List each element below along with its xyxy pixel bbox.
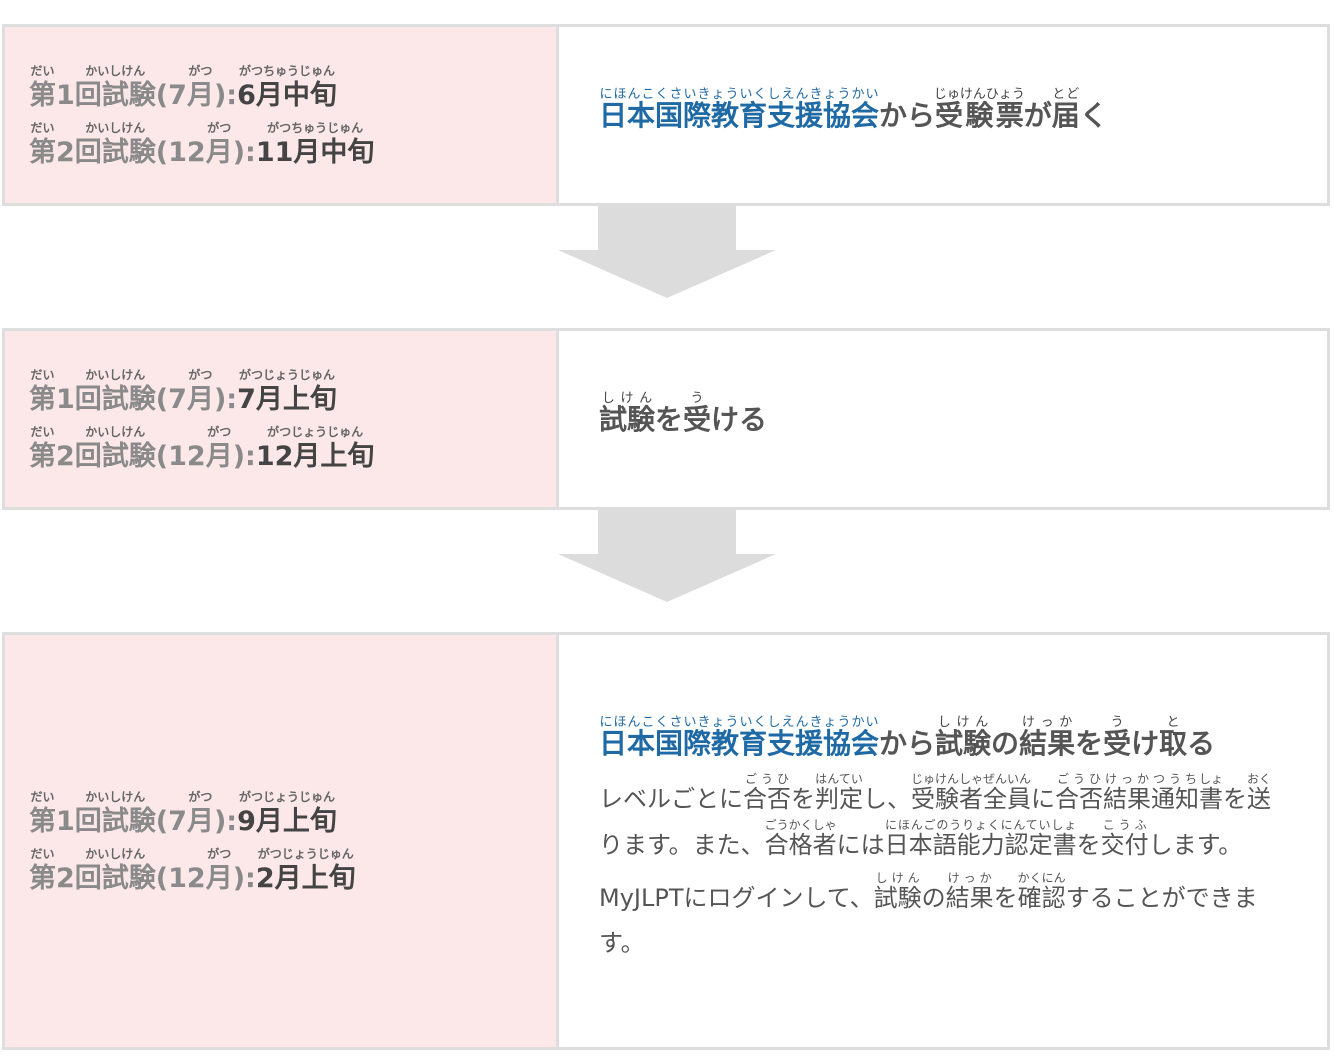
step-title: 日本国際教育支援協会にほんこくさいきょういくしえんきょうかいから受験票じゅけんひ…: [599, 87, 1108, 133]
step-body-text: MyJLPTにログインして、試験しけんの結果けっかを確認かくにんすることができま…: [599, 870, 1258, 958]
schedule-line: 第だい1回試験かいしけん(7月がつ):9月上旬がつじょうじゅん: [29, 790, 337, 837]
schedule-line: 第だい2回試験かいしけん(12月がつ):12月上旬がつじょうじゅん: [29, 425, 375, 472]
schedule-line: 第だい1回試験かいしけん(7月がつ):7月上旬がつじょうじゅん: [29, 368, 337, 415]
step-title: 試験しけんを受うける: [599, 391, 768, 437]
step-row-3: 第だい1回試験かいしけん(7月がつ):9月上旬がつじょうじゅん 第だい2回試験か…: [2, 632, 1330, 1050]
step-row-1: 第だい1回試験かいしけん(7月がつ):6月中旬がつちゅうじゅん 第だい2回試験か…: [2, 24, 1330, 206]
step-body-text: レベルごとに合否ごうひを判定はんていし、受験者全員じゅけんしゃぜんいんに合否結果…: [599, 772, 1272, 859]
schedule-line: 第だい2回試験かいしけん(12月がつ):2月上旬がつじょうじゅん: [29, 847, 356, 894]
schedule-line: 第だい2回試験かいしけん(12月がつ):11月中旬がつちゅうじゅん: [29, 121, 375, 168]
step-title: 日本国際教育支援協会にほんこくさいきょういくしえんきょうかいから試験しけんの結果…: [599, 715, 1216, 761]
step-description: 日本国際教育支援協会にほんこくさいきょういくしえんきょうかいから試験しけんの結果…: [559, 635, 1327, 1047]
schedule-panel: 第だい1回試験かいしけん(7月がつ):6月中旬がつちゅうじゅん 第だい2回試験か…: [5, 27, 559, 203]
schedule-line: 第だい1回試験かいしけん(7月がつ):6月中旬がつちゅうじゅん: [29, 64, 337, 111]
schedule-panel: 第だい1回試験かいしけん(7月がつ):9月上旬がつじょうじゅん 第だい2回試験か…: [5, 635, 559, 1047]
step-row-2: 第だい1回試験かいしけん(7月がつ):7月上旬がつじょうじゅん 第だい2回試験か…: [2, 328, 1330, 510]
schedule-panel: 第だい1回試験かいしけん(7月がつ):7月上旬がつじょうじゅん 第だい2回試験か…: [5, 331, 559, 507]
step-description: 試験しけんを受うける: [559, 331, 1327, 507]
step-description: 日本国際教育支援協会にほんこくさいきょういくしえんきょうかいから受験票じゅけんひ…: [559, 27, 1327, 203]
down-arrow-icon: [558, 510, 776, 602]
down-arrow-icon: [558, 206, 776, 298]
